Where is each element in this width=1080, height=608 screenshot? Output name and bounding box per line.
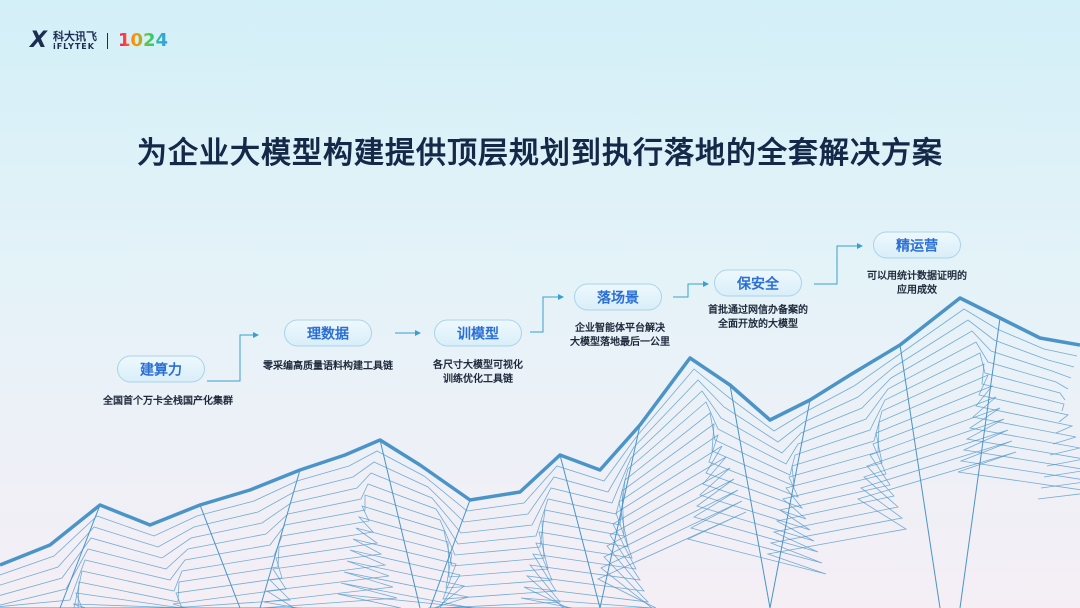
mountain-ridge-line [59, 504, 101, 608]
connector-arrow [673, 281, 709, 298]
desc-line: 训练优化工具链 [443, 374, 513, 385]
mountain-contour-line [0, 418, 1080, 608]
mountain-ridge-line [429, 499, 471, 608]
desc-line: 首批通过网信办备案的 [708, 305, 808, 316]
mountain-ridge-line [899, 344, 941, 608]
desc-line: 各尺寸大模型可视化 [433, 360, 523, 371]
mountain-contour-line [0, 308, 1078, 576]
desc-line: 应用成效 [897, 285, 937, 296]
iflytek-logo-icon: X [30, 28, 47, 53]
logo-divider [106, 32, 108, 49]
mountain-contour-line [0, 440, 1080, 608]
desc-line: 全面开放的大模型 [718, 319, 798, 330]
step-pill-data: 理数据 [284, 319, 372, 347]
mountain-ridge-line [729, 384, 771, 608]
mountain-contour-line [0, 352, 1066, 607]
mountain-contour-line [0, 319, 1075, 586]
desc-line: 大模型落地最后一公里 [570, 337, 670, 348]
desc-line: 企业智能体平台解决 [575, 323, 665, 334]
mountain-ridge-line [769, 399, 811, 608]
event-1024-logo: 1024 [117, 30, 169, 51]
step-desc-operations: 可以用统计数据证明的应用成效 [867, 270, 967, 298]
connector-arrow [814, 243, 863, 285]
desc-line: 全国首个万卡全栈国产化集群 [103, 396, 233, 407]
mountain-contour-line [0, 363, 1065, 608]
step-desc-security: 首批通过网信办备案的全面开放的大模型 [708, 304, 808, 332]
step-pill-compute: 建算力 [117, 355, 205, 383]
mountain-contour-line [0, 341, 1069, 606]
logo-en: iFLYTEK [52, 41, 95, 51]
logo-cn: 科大讯飞 [52, 29, 97, 43]
mountain-contour-line [0, 407, 1080, 608]
mountain-ridge-line [259, 469, 301, 608]
mountain-contour-line [0, 396, 1077, 608]
step-desc-compute: 全国首个万卡全栈国产化集群 [103, 395, 233, 409]
mountain-ridge-outline [0, 296, 1080, 567]
connector-arrow [207, 332, 259, 382]
page-title: 为企业大模型构建提供顶层规划到执行落地的全套解决方案 [137, 136, 943, 171]
step-desc-data: 零采编高质量语料构建工具链 [263, 360, 393, 374]
mountain-ridge-line [959, 317, 1001, 608]
desc-line: 零采编高质量语料构建工具链 [263, 361, 393, 372]
mountain-contour-line [0, 330, 1072, 596]
step-desc-scenario: 企业智能体平台解决大模型落地最后一公里 [570, 322, 670, 350]
mountain-contour-line [0, 429, 1080, 608]
mountain-ridge-line [379, 439, 421, 608]
mountain-ridge-line [559, 454, 601, 608]
mountain-contour-line [0, 451, 1080, 608]
connector-arrow [530, 294, 564, 333]
step-pill-scenario: 落场景 [574, 283, 662, 311]
mountain-ridge-line [599, 424, 641, 608]
mountain-ridge-line [199, 504, 241, 608]
step-pill-operations: 精运营 [873, 231, 961, 259]
desc-line: 可以用统计数据证明的 [867, 271, 967, 282]
step-desc-model: 各尺寸大模型可视化训练优化工具链 [433, 359, 523, 387]
step-pill-security: 保安全 [714, 269, 802, 297]
step-pill-model: 训模型 [434, 319, 522, 347]
